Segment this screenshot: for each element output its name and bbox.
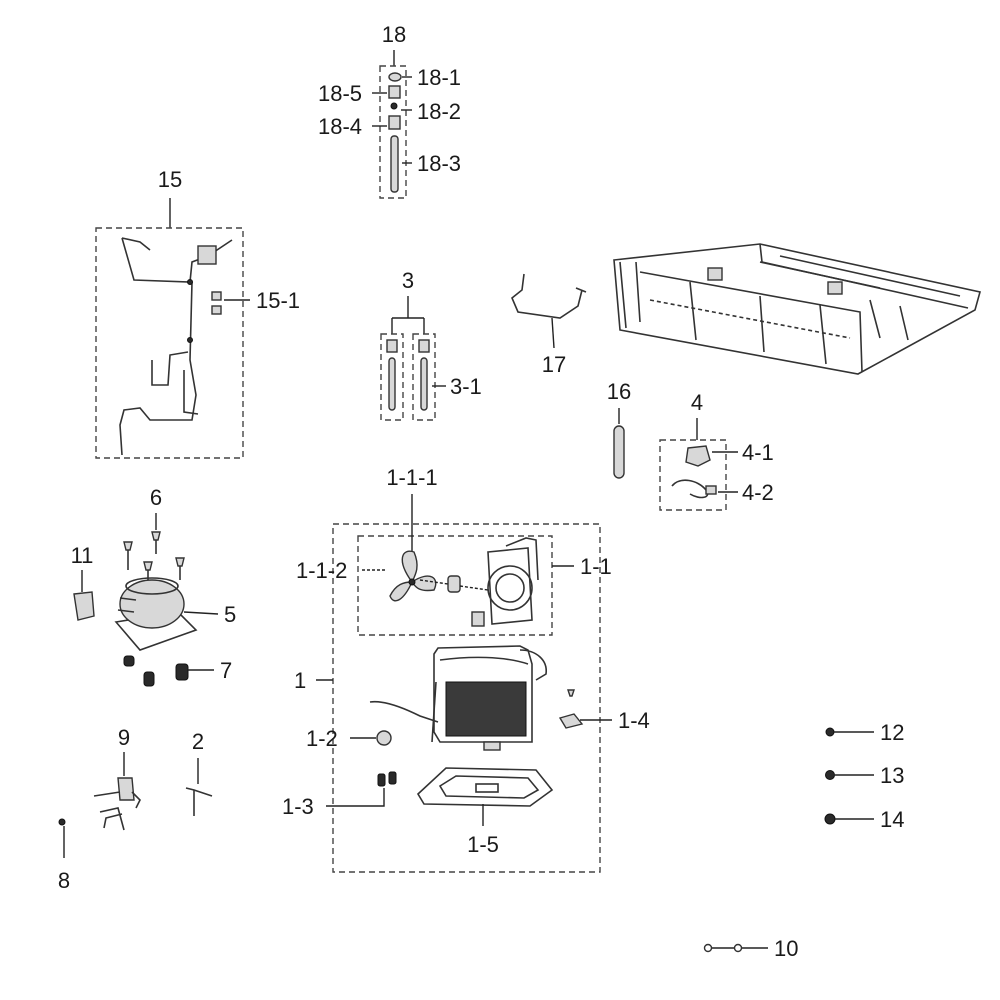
label-9: 9 (118, 725, 130, 750)
part-group-12-14: 12 13 14 (824, 720, 904, 832)
fan-blade-icon (389, 550, 437, 602)
label-3-1: 3-1 (450, 374, 482, 399)
label-2: 2 (192, 729, 204, 754)
label-4-2: 4-2 (742, 480, 774, 505)
cap-3b (418, 339, 430, 353)
refrigerator-frame-icon (613, 243, 981, 375)
screw-1-3a (377, 773, 386, 787)
label-4-1: 4-1 (742, 440, 774, 465)
label-3: 3 (402, 268, 414, 293)
label-4: 4 (691, 390, 703, 415)
drain-pan-1-5 (416, 767, 554, 807)
pipe-17 (511, 273, 583, 319)
label-1-1-1: 1-1-1 (386, 465, 437, 490)
label-14: 14 (880, 807, 904, 832)
clip-15-1b (211, 305, 222, 315)
label-18-3: 18-3 (417, 151, 461, 176)
condenser-icon (431, 645, 547, 743)
label-1-4: 1-4 (618, 708, 650, 733)
label-18-5: 18-5 (318, 81, 362, 106)
label-1-5: 1-5 (467, 832, 499, 857)
clip-15-1a (211, 291, 222, 301)
label-16: 16 (607, 379, 631, 404)
label-8: 8 (58, 868, 70, 893)
part-2: 2 (185, 729, 213, 816)
label-12: 12 (880, 720, 904, 745)
part-16: 16 (607, 379, 631, 479)
bolt-6 (151, 531, 161, 541)
nut-13 (825, 770, 835, 780)
sensor-16 (613, 425, 625, 479)
label-1-1: 1-1 (580, 554, 612, 579)
tube-3a (388, 357, 396, 411)
washer-10b (733, 943, 743, 953)
relay-11 (73, 591, 95, 621)
label-11: 11 (71, 543, 94, 568)
label-17: 17 (542, 352, 566, 377)
screw-1-3b (388, 771, 397, 785)
label-18: 18 (382, 22, 406, 47)
nut-12 (825, 727, 835, 737)
bracket-2 (185, 787, 213, 816)
part-group-18: 18 18-1 18-5 18-2 18-4 18-3 (318, 22, 461, 199)
label-15: 15 (158, 167, 182, 192)
grommet-7a (123, 655, 135, 667)
label-13: 13 (880, 763, 904, 788)
valve-9 (117, 777, 135, 801)
part-10: 10 (703, 936, 798, 961)
label-6: 6 (150, 485, 162, 510)
compressor-group: 6 5 7 11 (71, 485, 236, 687)
label-18-1: 18-1 (417, 65, 461, 90)
part-17: 17 (511, 273, 587, 377)
label-1-1-2: 1-1-2 (296, 558, 347, 583)
label-1: 1 (294, 668, 306, 693)
cap-3a (386, 339, 398, 353)
part-group-4: 4 4-1 4-2 (659, 390, 774, 511)
part-group-3: 3 3-1 (380, 268, 482, 421)
fitting-18-4 (388, 115, 401, 130)
label-1-3: 1-3 (282, 794, 314, 819)
grommet-1-2 (376, 730, 392, 746)
label-10: 10 (774, 936, 798, 961)
part-8: 8 (58, 818, 70, 893)
harness-4-2 (671, 479, 709, 499)
label-15-1: 15-1 (256, 288, 300, 313)
valve-18-5 (388, 85, 401, 99)
filter-drier (197, 245, 217, 265)
bracket-4-1 (685, 445, 711, 467)
label-18-2: 18-2 (417, 99, 461, 124)
nut-14 (824, 813, 836, 825)
compressor-icon (119, 579, 185, 629)
label-5: 5 (224, 602, 236, 627)
cap-18-1 (388, 72, 402, 82)
tube-3b (420, 357, 428, 411)
part-group-15: 15 15-1 (95, 167, 300, 459)
fan-shroud (471, 537, 539, 627)
grommet-7c (175, 663, 189, 681)
tube-18-3 (390, 135, 399, 193)
part-group-9: 9 (93, 725, 141, 831)
bracket-1-4 (558, 713, 584, 729)
ring-18-2 (390, 102, 398, 110)
washer-10a (703, 943, 713, 953)
grommet-7b (143, 671, 155, 687)
label-1-2: 1-2 (306, 726, 338, 751)
screw-8 (58, 818, 66, 826)
fan-motor (447, 575, 461, 593)
label-18-4: 18-4 (318, 114, 362, 139)
part-group-1: 1 1-1 1-1-1 1-1-2 (282, 465, 650, 873)
label-7: 7 (220, 658, 232, 683)
